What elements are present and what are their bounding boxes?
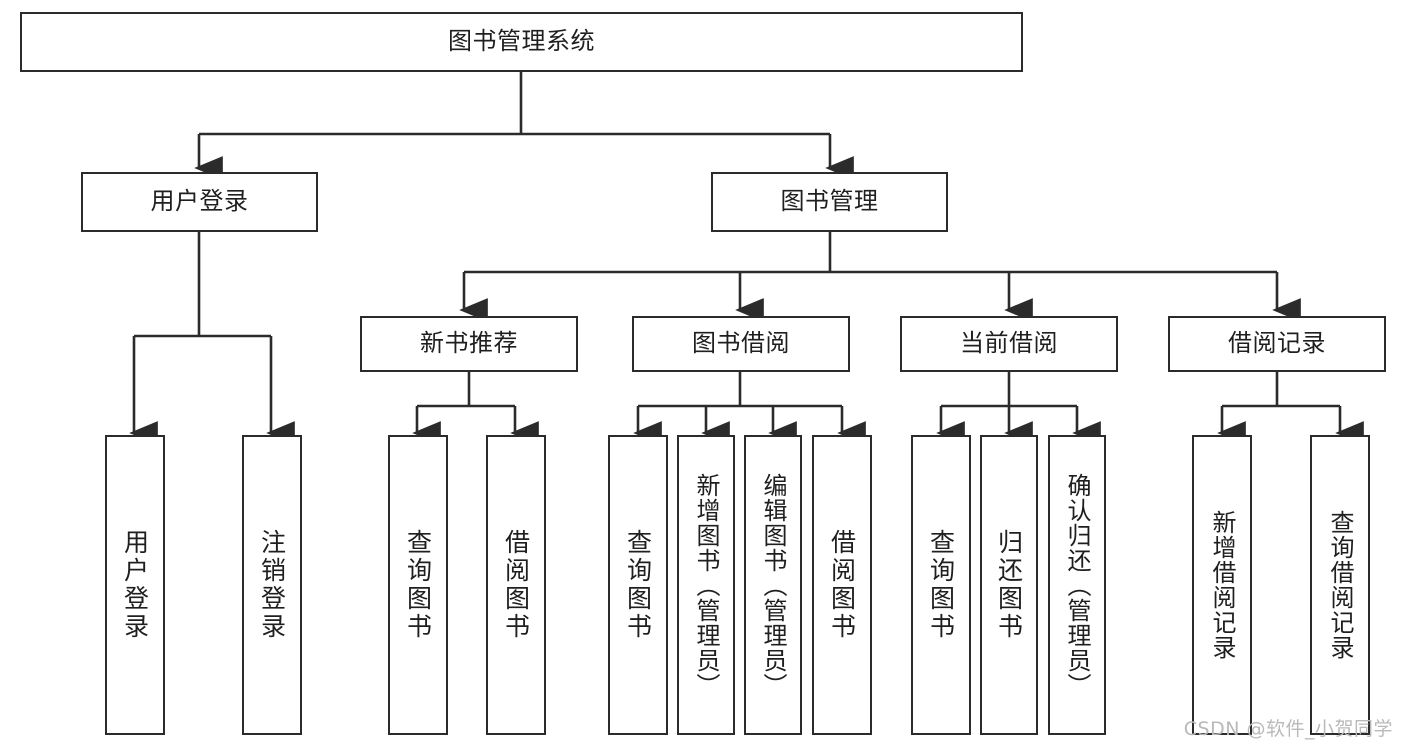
node-leaf-cur-return-label: 归还图书 (994, 529, 1024, 641)
csdn-watermark: CSDN @软件_小贺同学 (1183, 718, 1393, 740)
node-user-login[interactable]: 用户登录 (81, 172, 318, 232)
node-new-book-rec-label: 新书推荐 (420, 329, 518, 358)
node-book-borrow-label: 图书借阅 (692, 329, 790, 358)
node-book-manage-label: 图书管理 (780, 187, 879, 216)
node-root-label: 图书管理系统 (448, 27, 595, 56)
node-leaf-rec-borrow-label: 借阅图书 (501, 529, 531, 641)
node-leaf-rec-query2-label: 查询借阅记录 (1326, 510, 1354, 660)
node-book-borrow[interactable]: 图书借阅 (632, 316, 850, 372)
node-leaf-borrow-edit[interactable]: 编辑图书（管理员） (744, 435, 802, 735)
node-leaf-rec-query2[interactable]: 查询借阅记录 (1310, 435, 1370, 735)
node-leaf-user-login-label: 用户登录 (120, 529, 150, 641)
node-root[interactable]: 图书管理系统 (20, 12, 1023, 72)
node-user-login-label: 用户登录 (150, 187, 249, 216)
node-borrow-record[interactable]: 借阅记录 (1168, 316, 1386, 372)
node-current-borrow[interactable]: 当前借阅 (900, 316, 1118, 372)
node-new-book-rec[interactable]: 新书推荐 (360, 316, 578, 372)
node-leaf-cur-confirm[interactable]: 确认归还（管理员） (1048, 435, 1106, 735)
node-leaf-rec-borrow[interactable]: 借阅图书 (486, 435, 546, 735)
node-leaf-cur-query[interactable]: 查询图书 (911, 435, 971, 735)
node-leaf-rec-add-label: 新增借阅记录 (1208, 510, 1236, 660)
node-leaf-user-logout[interactable]: 注销登录 (242, 435, 302, 735)
node-leaf-cur-confirm-label: 确认归还（管理员） (1063, 472, 1091, 698)
node-leaf-borrow-add-label: 新增图书（管理员） (692, 472, 720, 698)
node-leaf-user-logout-label: 注销登录 (257, 529, 287, 641)
node-leaf-rec-add[interactable]: 新增借阅记录 (1192, 435, 1252, 735)
node-borrow-record-label: 借阅记录 (1228, 329, 1326, 358)
node-leaf-rec-query[interactable]: 查询图书 (388, 435, 448, 735)
node-leaf-borrow-lend[interactable]: 借阅图书 (812, 435, 872, 735)
node-leaf-user-login[interactable]: 用户登录 (105, 435, 165, 735)
node-book-manage[interactable]: 图书管理 (711, 172, 948, 232)
node-leaf-borrow-edit-label: 编辑图书（管理员） (759, 472, 787, 698)
node-leaf-borrow-add[interactable]: 新增图书（管理员） (677, 435, 735, 735)
node-leaf-borrow-query[interactable]: 查询图书 (608, 435, 668, 735)
node-leaf-rec-query-label: 查询图书 (403, 529, 433, 641)
node-leaf-borrow-lend-label: 借阅图书 (827, 529, 857, 641)
node-leaf-cur-query-label: 查询图书 (926, 529, 956, 641)
node-leaf-borrow-query-label: 查询图书 (623, 529, 653, 641)
node-current-borrow-label: 当前借阅 (960, 329, 1058, 358)
node-leaf-cur-return[interactable]: 归还图书 (980, 435, 1038, 735)
